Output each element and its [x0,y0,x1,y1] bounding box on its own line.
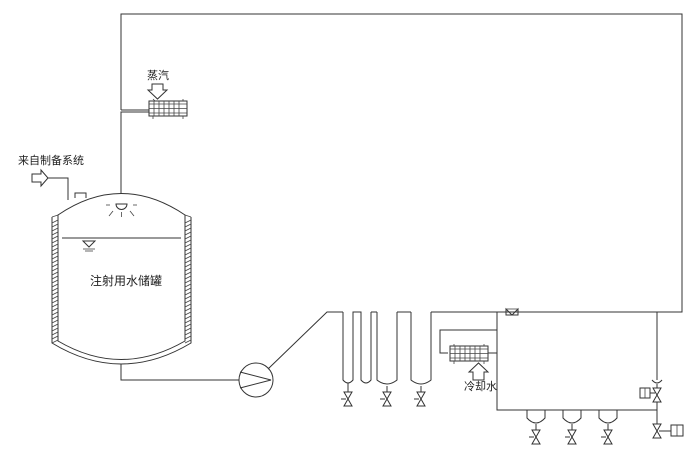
check-valve-icon [505,307,519,316]
exchanger-to-tank-line [120,111,149,194]
return-leg-valves [639,379,684,439]
jacket-hatch-line [51,307,59,312]
jacket-hatch-line [184,239,192,244]
jacket-hatch-line [51,283,59,288]
jacket-hatch-line [184,299,192,304]
jacket-hatch-line [184,323,192,328]
jacket-hatch-line [51,291,59,296]
pump-icon [238,362,274,398]
jacket-hatch-line [184,267,192,272]
jacket-hatch-line [184,243,192,248]
jacket-hatch-line [184,259,192,264]
cooling-water-label: 冷却水 [464,380,497,393]
jacket-hatch-line [184,331,192,336]
jacket-hatch-line [51,335,59,340]
use-point-drops [342,311,657,385]
jacket-hatch-line [51,303,59,308]
jacket-hatch-line [184,339,192,344]
jacket-hatch-line [184,263,192,268]
jacket-hatch-line [184,227,192,232]
jacket-hatch-line [184,279,192,284]
spray-ball-icon [106,203,137,217]
jacket-hatch-line [184,291,192,296]
tank-label: 注射用水储罐 [90,273,162,288]
jacket-hatch-line [184,303,192,308]
steam-heat-exchanger [148,98,188,119]
jacket-hatch-line [184,319,192,324]
jacket-hatch-line [51,267,59,272]
cooling-subloop [439,312,657,411]
jacket-hatch-line [51,239,59,244]
jacket-hatch-line [51,331,59,336]
tank-jacket-hatching [51,219,192,344]
jacket-hatch-line [51,235,59,240]
jacket-hatch-line [51,231,59,236]
jacket-hatch-line [51,311,59,316]
jacket-hatch-line [51,223,59,228]
jacket-hatch-line [51,227,59,232]
jacket-hatch-line [51,327,59,332]
jacket-hatch-line [51,295,59,300]
jacket-hatch-line [184,283,192,288]
jacket-hatch-line [184,311,192,316]
jacket-hatch-line [184,219,192,224]
loop-return-line [120,13,683,380]
jacket-hatch-line [51,259,59,264]
jacket-hatch-line [184,295,192,300]
jacket-hatch-line [51,287,59,292]
vent-nozzle [74,192,87,198]
cooling-water-arrow-icon [467,362,490,381]
inlet-label: 来自制备系统 [18,153,84,167]
inlet-arrow-icon [31,168,49,188]
jacket-hatch-line [51,247,59,252]
jacket-hatch-line [51,319,59,324]
storage-tank [51,193,192,365]
cooling-heat-exchanger [449,344,489,364]
jacket-hatch-line [51,299,59,304]
supply-line [267,311,343,370]
jacket-hatch-line [51,315,59,320]
jacket-hatch-line [184,275,192,280]
steam-arrow-icon [146,83,169,100]
valve-icon [341,383,426,407]
jacket-hatch-line [51,263,59,268]
jacket-hatch-line [184,315,192,320]
jacket-hatch-line [184,247,192,252]
jacket-hatch-line [184,271,192,276]
lower-use-point-drops [526,410,618,445]
jacket-hatch-line [51,243,59,248]
jacket-hatch-line [51,251,59,256]
jacket-hatch-line [184,307,192,312]
liquid-level-icon [62,237,181,252]
jacket-hatch-line [51,339,59,344]
tank-outlet-line [120,364,239,381]
jacket-hatch-line [51,275,59,280]
jacket-hatch-line [184,235,192,240]
inlet-line [48,177,69,200]
jacket-hatch-line [184,231,192,236]
jacket-hatch-line [184,335,192,340]
jacket-hatch-line [51,255,59,260]
jacket-hatch-line [184,287,192,292]
jacket-hatch-line [184,251,192,256]
jacket-hatch-line [51,279,59,284]
jacket-hatch-line [51,271,59,276]
jacket-hatch-line [184,223,192,228]
jacket-hatch-line [184,327,192,332]
steam-label: 蒸汽 [147,68,169,82]
jacket-hatch-line [51,323,59,328]
jacket-hatch-line [184,255,192,260]
jacket-hatch-line [51,219,59,224]
